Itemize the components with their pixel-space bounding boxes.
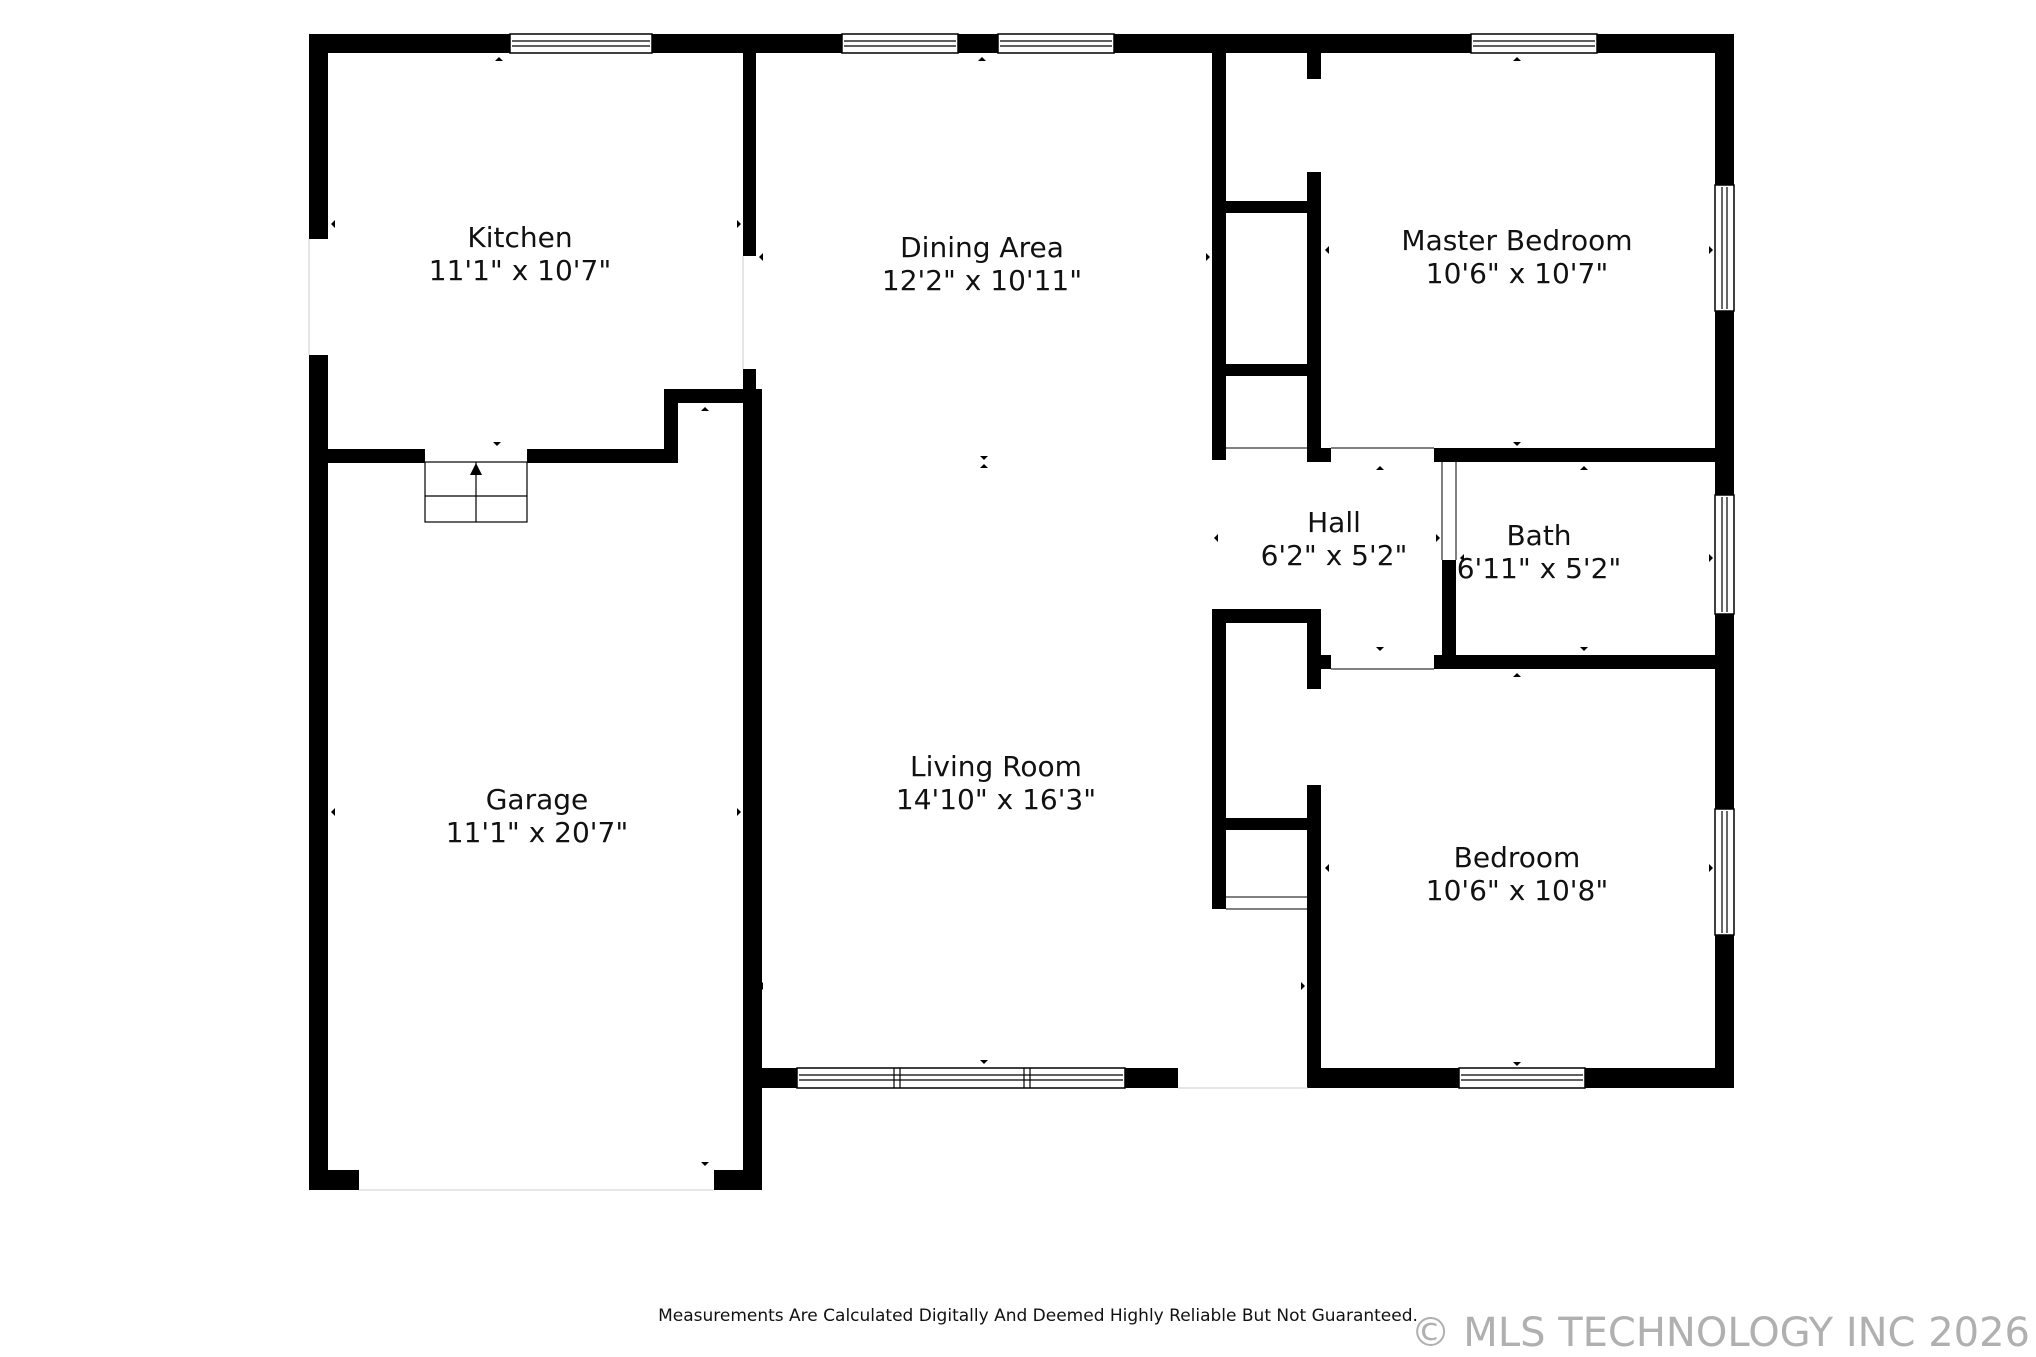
wall-garage-right (743, 389, 762, 1190)
copyright-watermark: © MLS TECHNOLOGY INC 2026 (1411, 1310, 2030, 1356)
stairs-garage (424, 461, 528, 523)
wall-lower-closet-left (1212, 609, 1226, 909)
room-dims: 6'2" x 5'2" (1261, 539, 1408, 572)
wall-bedroom-left-top (1307, 609, 1321, 689)
room-name: Bedroom (1454, 841, 1581, 874)
stair-arrow-icon (470, 463, 482, 475)
openings (308, 239, 1457, 1191)
disclaimer-note: Measurements Are Calculated Digitally An… (658, 1306, 1418, 1326)
room-label-dining-area: Dining Area 12'2" x 10'11" (882, 231, 1082, 297)
room-dims: 11'1" x 10'7" (429, 254, 611, 287)
wall-master-bottom-left (1307, 448, 1331, 462)
room-label-garage: Garage 11'1" x 20'7" (446, 783, 628, 849)
wall-lower-closet-top (1212, 609, 1321, 623)
wall-bath-bottom (1434, 655, 1734, 669)
window-master-top (1470, 33, 1598, 54)
room-label-hall: Hall 6'2" x 5'2" (1261, 506, 1408, 572)
wall-closet-left-upper (1212, 34, 1226, 460)
wall-master-left-low (1307, 340, 1321, 460)
room-dims: 11'1" x 20'7" (446, 816, 628, 849)
wall-left-kitchen-lower (309, 355, 328, 458)
room-label-bedroom: Bedroom 10'6" x 10'8" (1426, 841, 1608, 907)
wall-left-kitchen-upper (309, 34, 328, 239)
room-name: Garage (486, 783, 589, 816)
room-label-living-room: Living Room 14'10" x 16'3" (896, 750, 1096, 816)
room-name: Master Bedroom (1401, 224, 1632, 257)
window-living-bottom (796, 1067, 1126, 1089)
room-dims: 10'6" x 10'7" (1426, 257, 1608, 290)
room-label-kitchen: Kitchen 11'1" x 10'7" (429, 221, 611, 287)
room-name: Living Room (910, 750, 1082, 783)
wall-kitchen-notch-horizontal (664, 389, 762, 403)
room-dims: 12'2" x 10'11" (882, 264, 1082, 297)
wall-master-left-mid (1307, 172, 1321, 342)
wall-master-left-top (1307, 34, 1321, 79)
room-name: Hall (1307, 506, 1361, 539)
wall-master-bottom-right (1434, 448, 1734, 462)
wall-kitchen-bottom-left (309, 449, 425, 463)
room-label-master-bedroom: Master Bedroom 10'6" x 10'7" (1401, 224, 1632, 290)
window-dining-top-right (997, 33, 1115, 54)
wall-bath-left (1442, 560, 1456, 665)
room-name: Kitchen (467, 221, 572, 254)
wall-lower-closet-divider (1212, 818, 1317, 830)
window-kitchen-top (509, 33, 653, 54)
window-bedroom-right (1714, 808, 1735, 936)
windows (509, 33, 1735, 1089)
window-master-right (1714, 184, 1735, 312)
wall-left-garage (309, 452, 328, 1190)
wall-kitchen-right-upper (743, 34, 756, 256)
dimension-markers (331, 57, 1713, 1166)
room-dims: 6'11" x 5'2" (1457, 552, 1622, 585)
room-name: Dining Area (900, 231, 1064, 264)
room-name: Bath (1506, 519, 1571, 552)
wall-closet-divider-2 (1212, 364, 1317, 376)
wall-kitchen-bottom-right (527, 449, 676, 463)
room-label-bath: Bath 6'11" x 5'2" (1457, 519, 1622, 585)
wall-garage-bottom-left (309, 1170, 359, 1190)
window-bath-right (1714, 494, 1735, 615)
window-dining-top-left (841, 33, 959, 54)
window-bedroom-bottom (1458, 1067, 1586, 1089)
room-dims: 10'6" x 10'8" (1426, 874, 1608, 907)
walls (309, 34, 1734, 1190)
wall-bedroom-left-bottom (1307, 785, 1321, 1088)
wall-kitchen-notch-vertical (664, 389, 678, 463)
wall-closet-divider-1 (1212, 201, 1317, 213)
room-dims: 14'10" x 16'3" (896, 783, 1096, 816)
